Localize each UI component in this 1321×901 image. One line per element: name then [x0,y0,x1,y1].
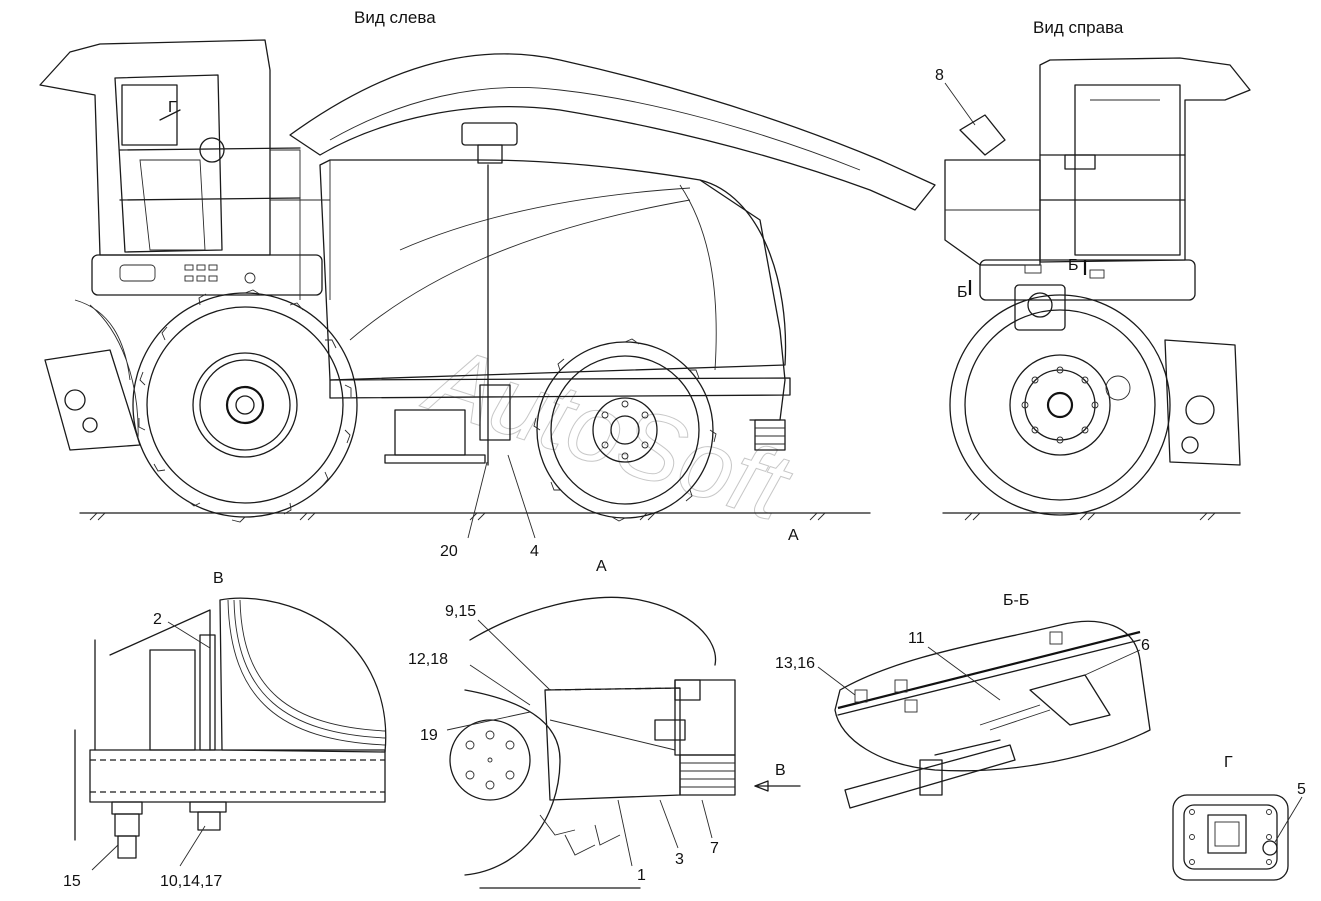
callout-2: 2 [153,611,162,628]
callout-4: 4 [530,543,539,560]
detail-v-title: В [213,570,224,587]
section-b-marker-right: Б [1068,257,1079,274]
right-view-title: Вид справа [1033,18,1124,37]
callout-6: 6 [1141,637,1150,654]
section-b-marker-left: Б [957,284,968,301]
left-view-harvester [39,39,936,539]
callout-7: 7 [710,840,719,857]
callout-9-15: 9,15 [445,603,476,620]
watermark: AutoSoft [412,324,803,542]
detail-g [1172,794,1303,881]
detail-v [74,597,387,871]
detail-a [446,596,801,889]
callout-15: 15 [63,873,81,890]
detail-a-title: А [596,558,607,575]
callout-5: 5 [1297,781,1306,798]
callout-11: 11 [908,630,925,647]
detail-g-marker: Г [168,99,177,116]
section-bb [817,620,1151,809]
left-view-title: Вид слева [354,8,436,27]
right-view-harvester [942,57,1251,521]
callout-12-18: 12,18 [408,651,448,668]
arrow-v-label: В [775,762,786,779]
callout-13-16: 13,16 [775,655,815,672]
detail-g-title: Г [1224,754,1233,771]
callout-3: 3 [675,851,684,868]
view-a-marker: А [788,527,799,544]
front-wheel [132,289,358,523]
callout-19: 19 [420,727,438,744]
callout-10-14-17: 10,14,17 [160,873,222,890]
callout-8: 8 [935,67,944,84]
rear-wheel [533,338,717,522]
callout-1: 1 [637,867,646,884]
section-bb-title: Б-Б [1003,592,1029,609]
callout-20: 20 [440,543,458,560]
